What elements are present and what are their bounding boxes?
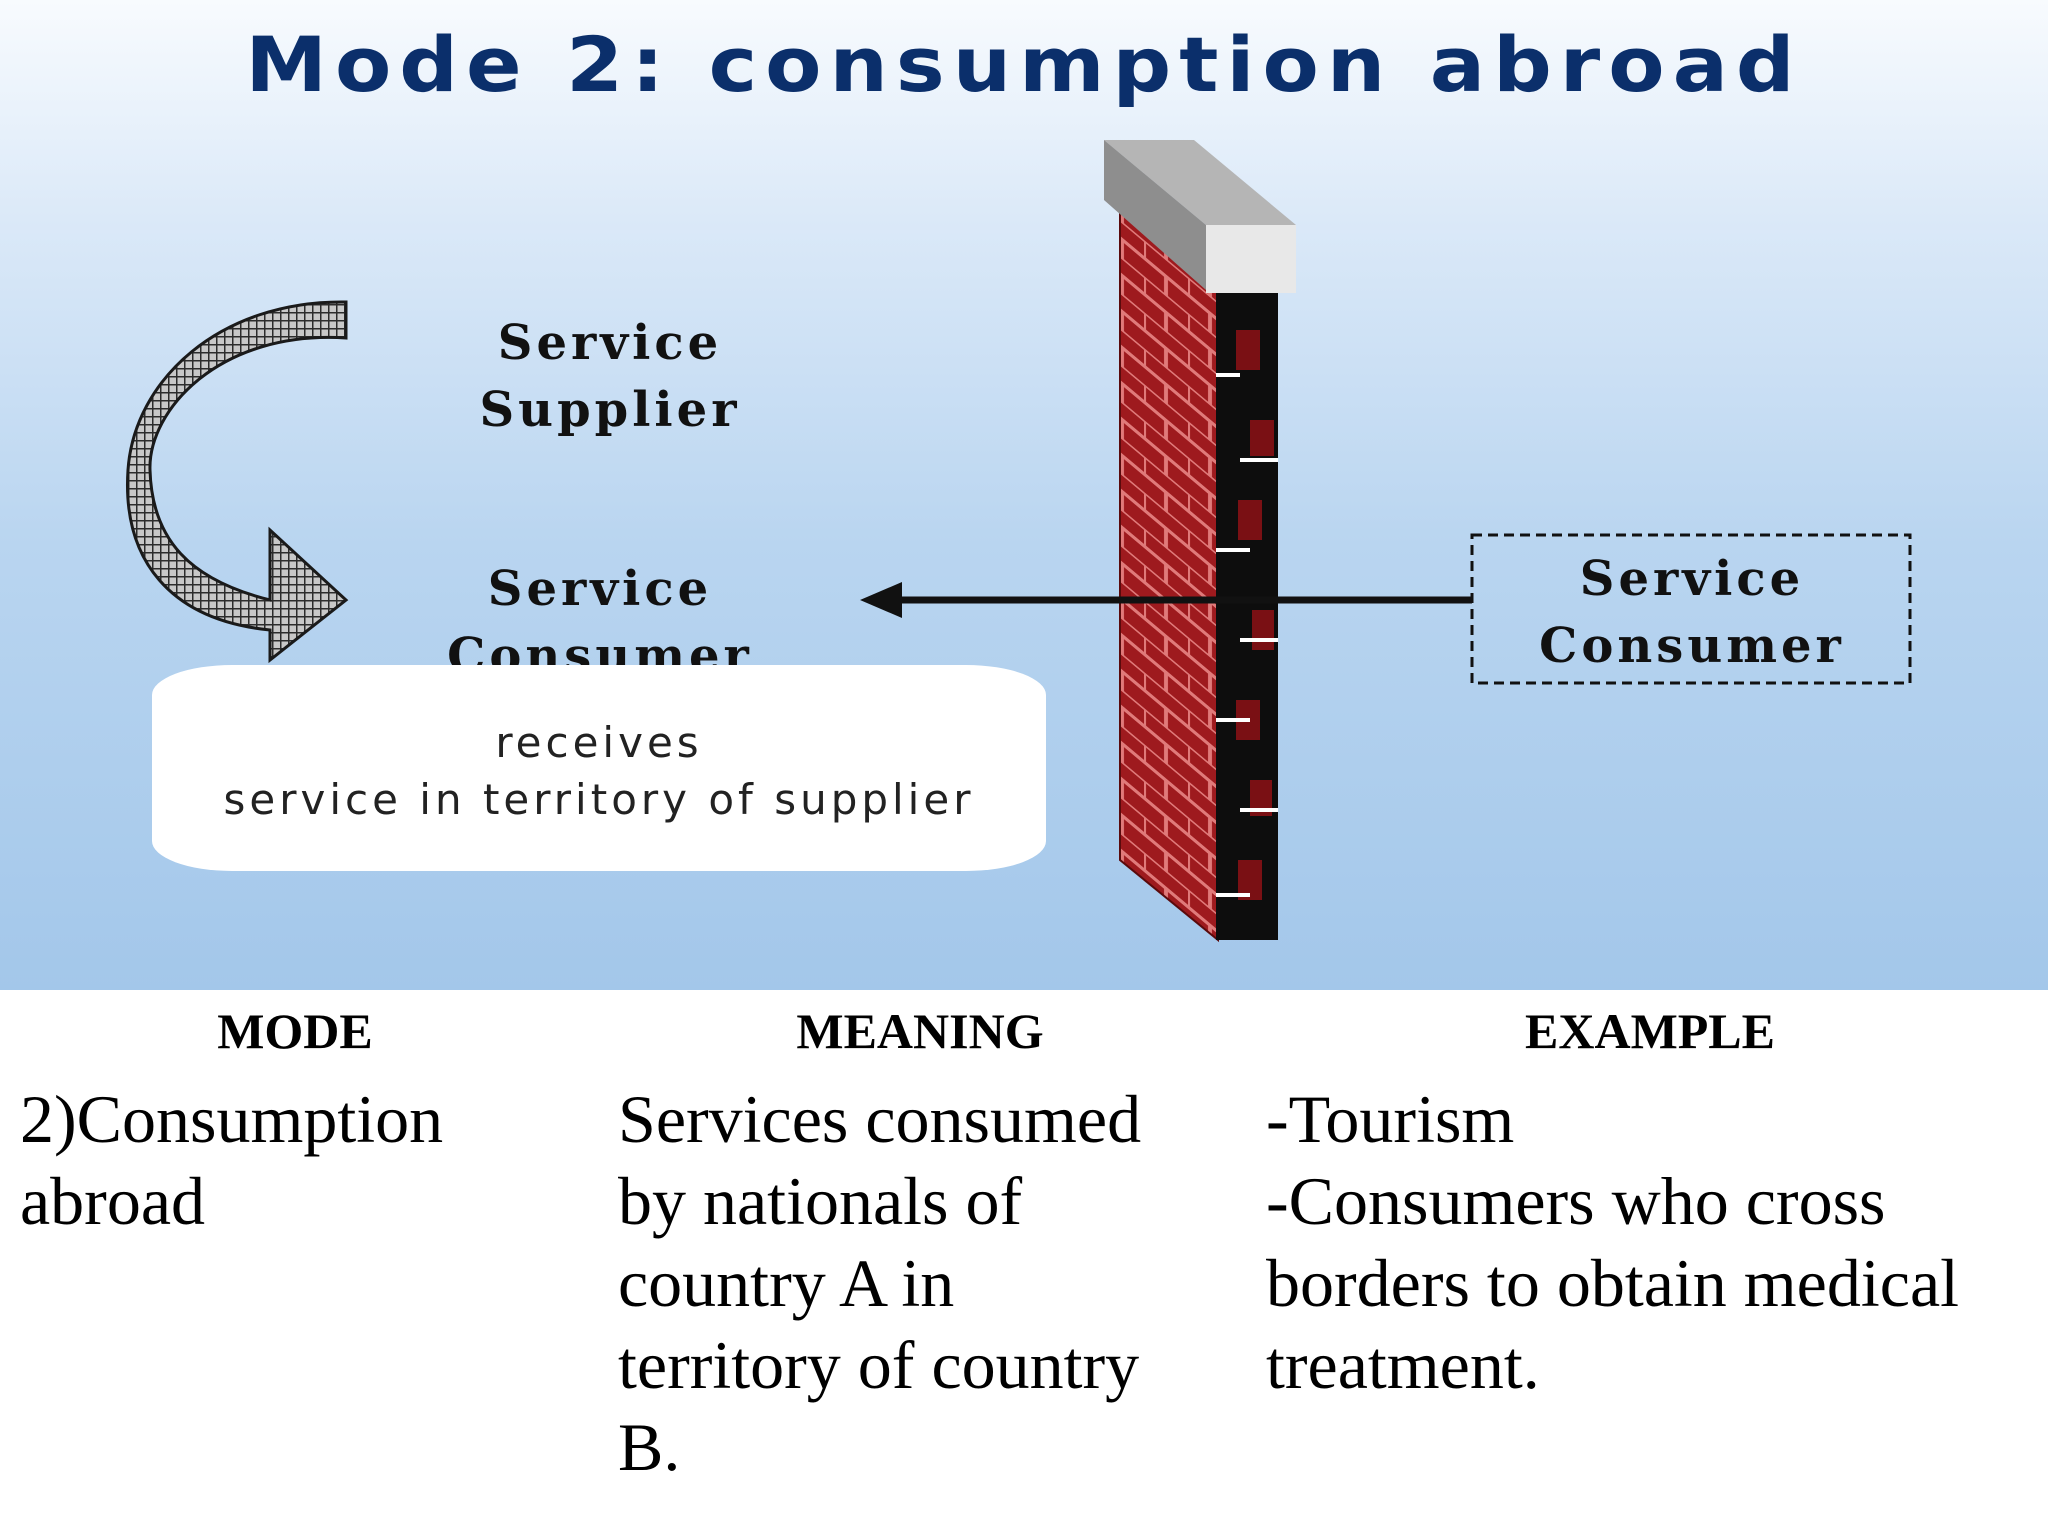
consumer-dashed-box [1470, 533, 1912, 685]
cell-meaning: Services consumed by nationals of countr… [618, 1081, 1142, 1485]
mode-table: MODE MEANING EXAMPLE 2)Consumption abroa… [0, 990, 2048, 1536]
receives-text: receives [495, 718, 703, 767]
header-example: EXAMPLE [1525, 1003, 1775, 1059]
brick-wall-icon [1104, 140, 1296, 943]
header-meaning: MEANING [796, 1003, 1044, 1059]
cell-example: -Tourism -Consumers who cross borders to… [1266, 1081, 1960, 1403]
service-supplier-label: Service Supplier [479, 315, 741, 439]
cell-mode: 2)Consumption abroad [20, 1081, 444, 1239]
receives-service-box: receives service in territory of supplie… [152, 665, 1046, 871]
diagram-graphics [126, 140, 1912, 943]
diagram-slide: Mode 2: consumption abroad [0, 0, 2048, 990]
header-mode: MODE [217, 1003, 373, 1059]
left-arrow-icon [860, 582, 1472, 618]
territory-text: service in territory of supplier [223, 774, 975, 824]
slide-title: Mode 2: consumption abroad [245, 21, 1803, 110]
curved-arrow-icon [126, 300, 349, 664]
service-consumer-label-right: Service Consumer [1539, 551, 1845, 675]
